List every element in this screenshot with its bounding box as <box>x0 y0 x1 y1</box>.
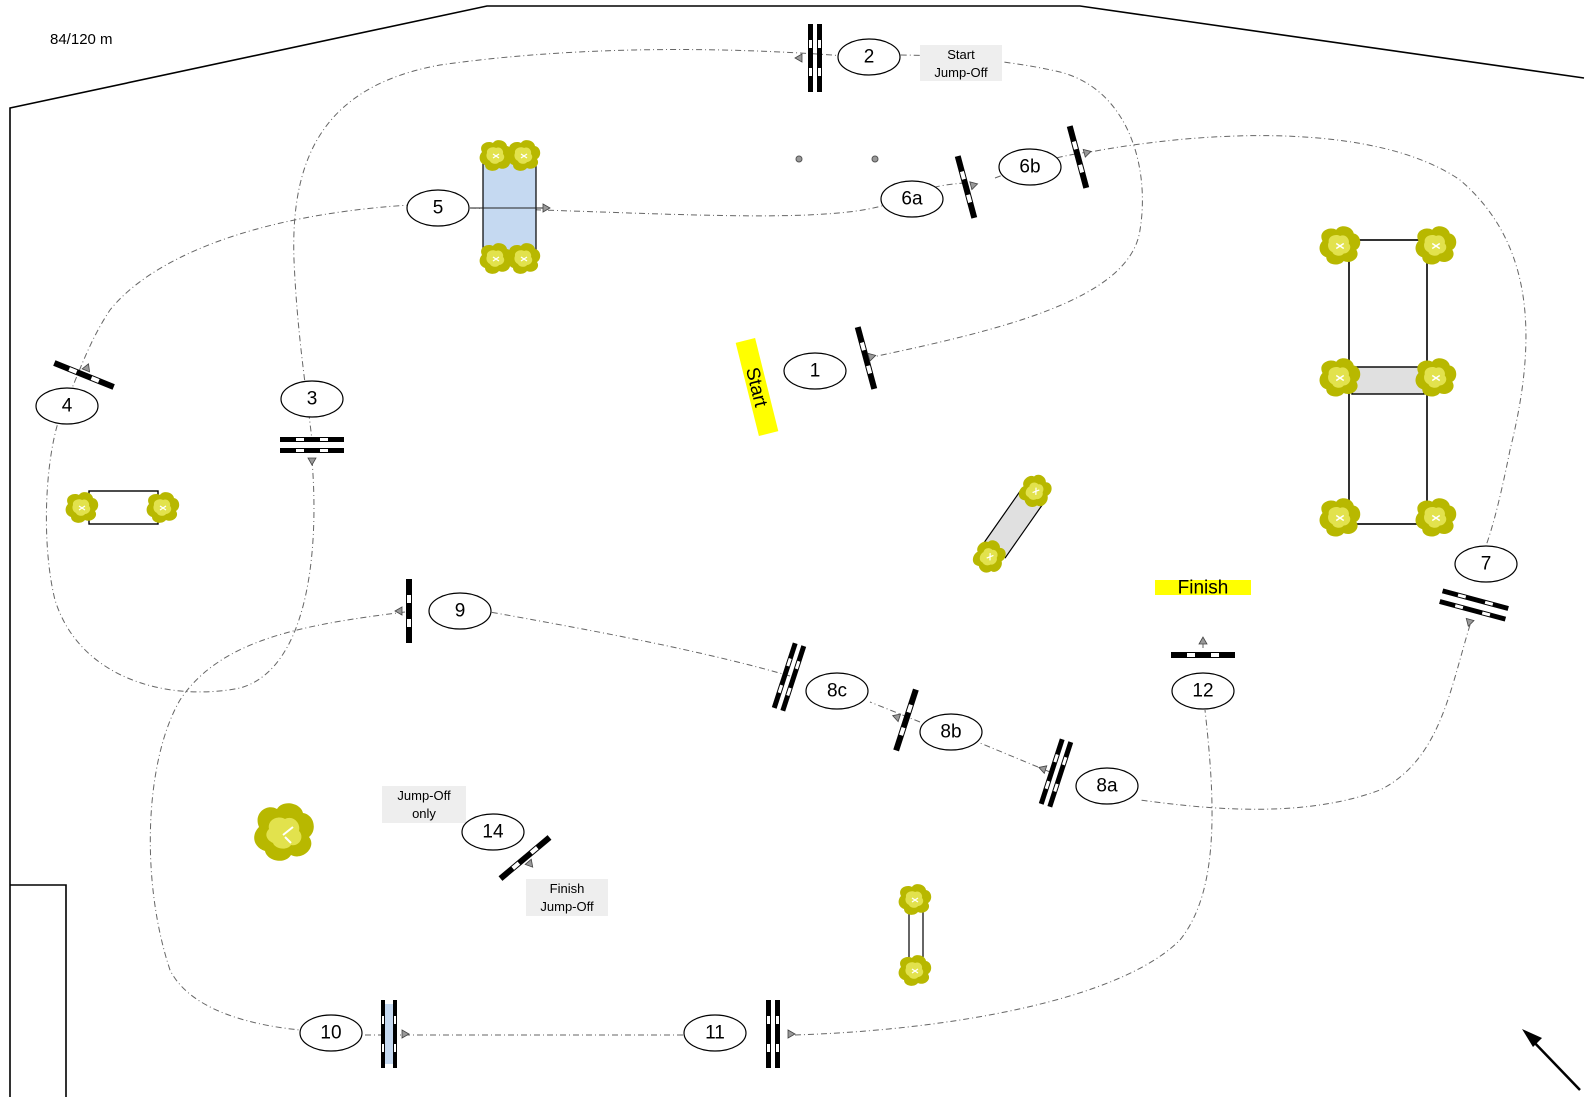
finish-label: Finish <box>1178 578 1229 599</box>
fence-2 <box>794 24 822 92</box>
svg-text:Jump-Off: Jump-Off <box>540 899 594 914</box>
decor-frame-structure <box>1318 225 1458 538</box>
obstacle-7: 7 <box>1454 545 1518 583</box>
fence-6b <box>1066 125 1092 189</box>
obstacle-1: 1 <box>783 352 847 390</box>
fence-8c <box>771 642 807 712</box>
svg-text:only: only <box>412 806 436 821</box>
fence-3 <box>280 437 344 466</box>
svg-text:4: 4 <box>62 396 73 417</box>
svg-text:12: 12 <box>1192 681 1213 702</box>
arena-wall <box>9 5 1585 1097</box>
obstacle-9: 9 <box>428 592 492 630</box>
svg-text:8c: 8c <box>827 681 847 702</box>
svg-text:2: 2 <box>864 47 875 68</box>
svg-text:8b: 8b <box>940 722 961 743</box>
start-marker: Start <box>735 338 779 436</box>
obstacle-11: 11 <box>683 1014 747 1052</box>
obstacle-3: 3 <box>280 380 344 418</box>
arena-corner-box <box>10 884 67 1097</box>
decor-white-box-bottom <box>897 883 932 987</box>
obstacle-6a: 6a <box>880 180 944 218</box>
north-arrow-icon <box>1522 1029 1581 1091</box>
obstacle-8c: 8c <box>805 672 869 710</box>
svg-text:3: 3 <box>307 389 318 410</box>
fence-4 <box>53 360 115 390</box>
decor-white-box-left <box>64 490 180 525</box>
svg-text:Jump-Off: Jump-Off <box>397 788 451 803</box>
svg-text:6a: 6a <box>901 189 923 210</box>
distance-label: 84/120 m <box>50 31 113 48</box>
jumpoff-only-note: Jump-Off only <box>382 786 466 823</box>
fence-9 <box>394 579 412 643</box>
obstacle-8b: 8b <box>919 713 983 751</box>
marker-dot <box>871 155 879 163</box>
fence-12 <box>1171 636 1235 658</box>
course-route <box>45 49 1527 1036</box>
fence-11 <box>766 1000 796 1068</box>
fence-6a <box>954 155 979 219</box>
fence-7 <box>1439 588 1509 628</box>
obstacle-2: 2 <box>837 38 901 76</box>
obstacle-6b: 6b <box>998 148 1062 186</box>
svg-text:14: 14 <box>482 822 504 843</box>
start-label: Start <box>741 365 771 410</box>
svg-text:Start: Start <box>947 47 975 62</box>
svg-text:Jump-Off: Jump-Off <box>934 65 988 80</box>
obstacle-4: 4 <box>35 387 99 425</box>
obstacle-8a: 8a <box>1075 767 1139 805</box>
fence-5-water <box>470 139 551 275</box>
fence-8a <box>1038 738 1074 808</box>
fence-14 <box>498 835 552 881</box>
fence-8b <box>891 688 919 752</box>
svg-text:6b: 6b <box>1019 157 1040 178</box>
svg-text:7: 7 <box>1481 554 1492 575</box>
marker-dot <box>795 155 803 163</box>
fence-1 <box>854 326 878 390</box>
finish-jumpoff-note: Finish Jump-Off <box>526 879 608 916</box>
svg-text:11: 11 <box>705 1023 725 1044</box>
obstacle-12: 12 <box>1171 672 1235 710</box>
svg-text:10: 10 <box>320 1023 341 1044</box>
obstacle-14: 14 <box>461 813 525 851</box>
fence-10 <box>381 1000 410 1068</box>
decor-grey-box <box>967 468 1058 580</box>
finish-marker: Finish <box>1155 578 1251 599</box>
svg-text:9: 9 <box>455 601 466 622</box>
svg-text:1: 1 <box>810 361 821 382</box>
svg-text:8a: 8a <box>1096 776 1118 797</box>
svg-text:Finish: Finish <box>550 881 585 896</box>
start-jumpoff-note: Start Jump-Off <box>920 45 1002 81</box>
decor-bush-large <box>253 802 315 862</box>
obstacle-5: 5 <box>406 189 470 227</box>
svg-text:5: 5 <box>433 198 444 219</box>
obstacle-10: 10 <box>299 1014 363 1052</box>
